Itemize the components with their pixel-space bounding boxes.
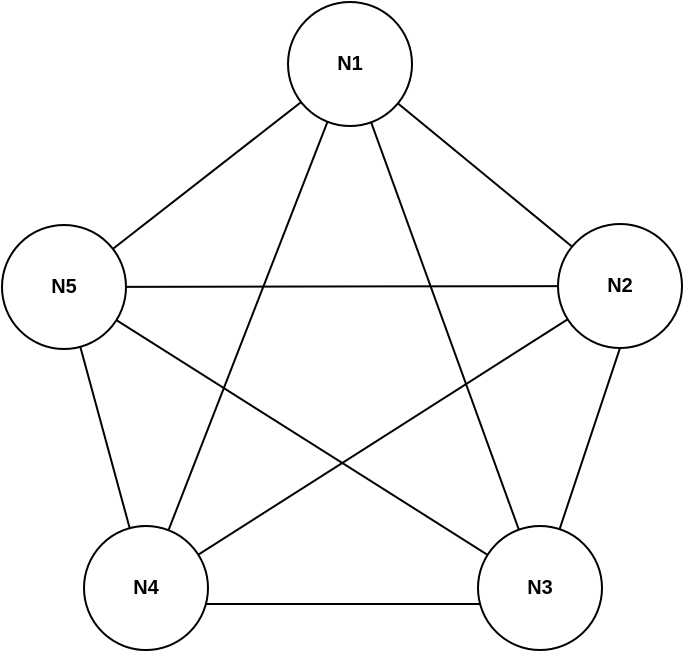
node-N1-label: N1: [337, 53, 363, 75]
edge-N2-N5: [63, 285, 621, 288]
node-N3-circle: [477, 525, 603, 651]
node-N5: N5: [1, 224, 127, 350]
edge-N1-N4: [145, 63, 351, 589]
node-N4-label: N4: [133, 577, 159, 599]
node-N2: N2: [557, 223, 683, 349]
node-N4: N4: [83, 525, 209, 651]
node-N3: N3: [477, 525, 603, 651]
node-N5-label: N5: [51, 276, 77, 298]
edge-N1-N3: [349, 63, 541, 589]
edge-N3-N5: [63, 286, 541, 589]
node-N2-circle: [557, 223, 683, 349]
edge-N2-N4: [145, 285, 621, 589]
node-N1-circle: [287, 1, 413, 127]
node-N5-circle: [1, 224, 127, 350]
node-N2-label: N2: [607, 275, 633, 297]
node-N1: N1: [287, 1, 413, 127]
node-N3-label: N3: [527, 577, 553, 599]
node-N4-circle: [83, 525, 209, 651]
